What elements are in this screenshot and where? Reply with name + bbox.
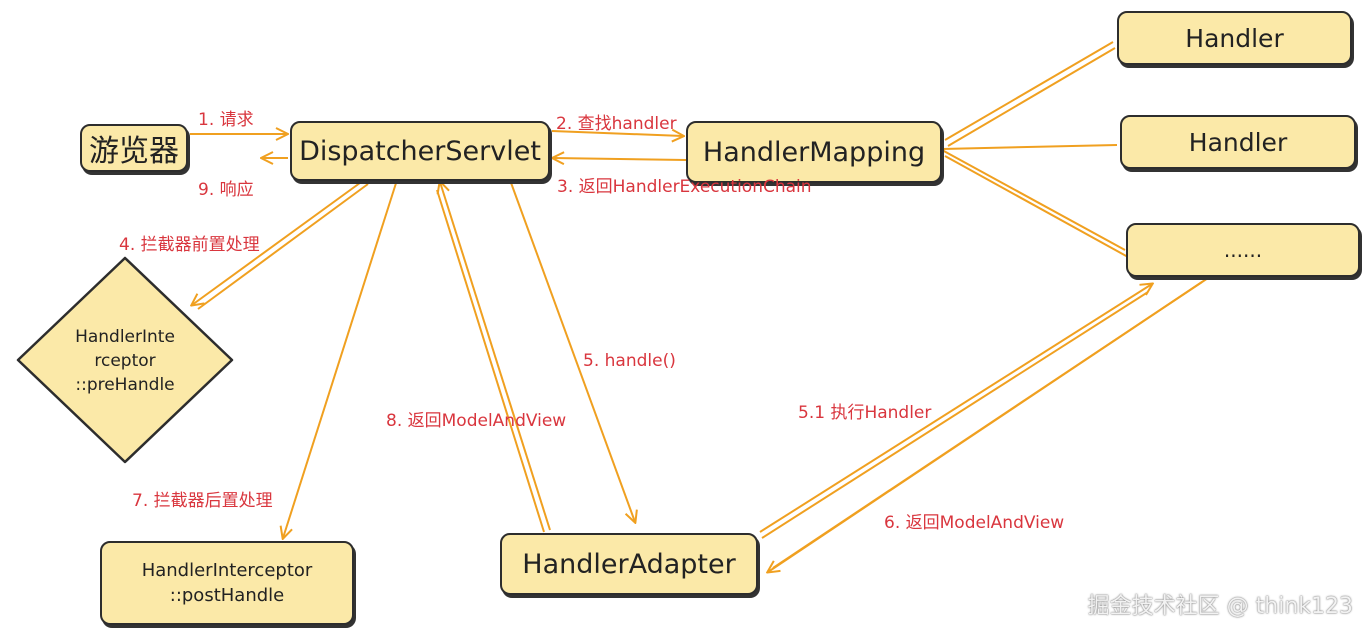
edge-label-handle: 5. handle() xyxy=(583,351,676,371)
line-mapping-handler2 xyxy=(941,144,1118,150)
browser-node: 游览器 xyxy=(80,124,188,172)
arrow-return-chain xyxy=(553,158,687,160)
handler-adapter-node: HandlerAdapter xyxy=(500,533,758,595)
handler-node-more: ...... xyxy=(1126,223,1360,277)
arrow-return-mav-8b xyxy=(436,189,545,533)
interceptor-pre-label-2: rceptor xyxy=(94,351,156,371)
handler-label-1: Handler xyxy=(1185,23,1284,53)
edge-label-return-mav-8: 8. 返回ModelAndView xyxy=(386,411,567,431)
browser-label: 游览器 xyxy=(89,134,179,169)
arrow-find-handler xyxy=(551,131,683,136)
edge-label-post-handle: 7. 拦截器后置处理 xyxy=(132,491,273,511)
handler-node-1: Handler xyxy=(1117,11,1352,65)
edge-label-pre-handle: 4. 拦截器前置处理 xyxy=(119,235,260,255)
line-mapping-handler3 xyxy=(941,149,1126,251)
interceptor-pre-text: HandlerInte rceptor ::preHandle xyxy=(30,325,220,397)
interceptor-pre-label-3: ::preHandle xyxy=(75,375,175,395)
handler-node-2: Handler xyxy=(1120,115,1356,169)
handler-label-2: Handler xyxy=(1188,127,1288,157)
interceptor-post-label-1: HandlerInterceptor xyxy=(141,560,313,581)
handler-mapping-node: HandlerMapping xyxy=(686,121,942,183)
edge-label-find-handler: 2. 查找handler xyxy=(556,114,677,134)
edge-label-exec-handler: 5.1 执行Handler xyxy=(798,403,932,423)
line-mapping-handler1b xyxy=(947,47,1116,147)
interceptor-post-label-2: ::postHandle xyxy=(169,585,285,606)
handler-mapping-label: HandlerMapping xyxy=(702,136,926,168)
interceptor-pre-diamond xyxy=(16,256,234,464)
arrow-return-mav-6b xyxy=(772,281,1203,569)
arrow-exec-handler-b xyxy=(761,291,1149,539)
arrow-return-mav-8 xyxy=(440,182,551,531)
edge-label-request: 1. 请求 xyxy=(198,110,254,130)
handler-adapter-label: HandlerAdapter xyxy=(522,548,736,580)
interceptor-post-node: HandlerInterceptor ::postHandle xyxy=(100,541,354,625)
watermark: 掘金技术社区 @ think123 xyxy=(1087,594,1353,619)
edge-label-return-chain: 3. 返回HandlerExecutionChain xyxy=(557,177,812,197)
arrow-exec-handler xyxy=(759,284,1152,533)
arrow-pre-handle-b xyxy=(197,183,369,310)
handler-more-label: ...... xyxy=(1223,238,1263,262)
line-mapping-handler3b xyxy=(944,155,1129,258)
dispatcher-node: DispatcherServlet xyxy=(290,121,550,181)
edge-label-response: 9. 响应 xyxy=(198,180,254,200)
line-mapping-handler1 xyxy=(944,41,1114,141)
interceptor-pre-label-1: HandlerInte xyxy=(75,327,175,347)
arrow-post-handle xyxy=(283,179,398,538)
arrow-pre-handle xyxy=(192,179,365,305)
edge-label-return-mav-6: 6. 返回ModelAndView xyxy=(884,513,1065,533)
dispatcher-label: DispatcherServlet xyxy=(299,135,541,167)
arrow-handle xyxy=(509,179,635,522)
